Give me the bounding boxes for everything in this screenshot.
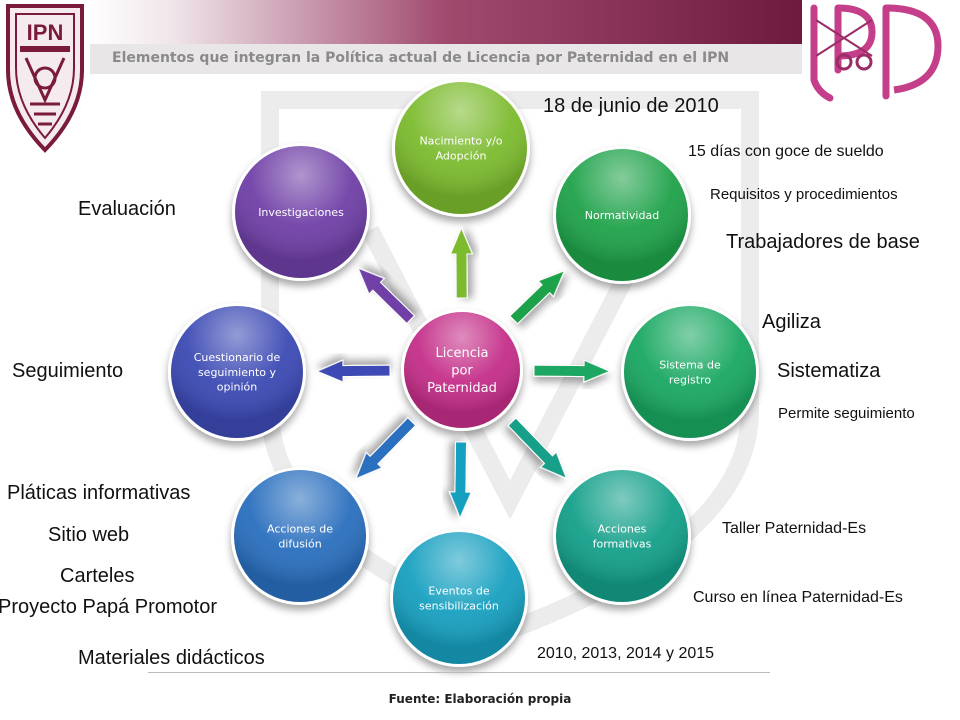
annotation-proyecto: Proyecto Papá Promotor xyxy=(0,596,217,618)
annotation-agiliza: Agiliza xyxy=(762,311,821,333)
node-eventos xyxy=(390,529,528,667)
annotation-seguimiento: Seguimiento xyxy=(12,360,124,382)
node-acciones-formativas xyxy=(553,467,691,605)
annotation-evaluacion: Evaluación xyxy=(78,198,176,220)
annotation-requirements: Requisitos y procedimientos xyxy=(710,186,898,203)
ipn-seal-text: IPN xyxy=(27,20,64,45)
node-investigaciones xyxy=(232,143,370,281)
annotation-taller: Taller Paternidad-Es xyxy=(722,520,867,537)
node-nacimiento xyxy=(392,79,530,217)
node-cuestionario xyxy=(168,303,306,441)
annotation-platicas: Pláticas informativas xyxy=(7,482,191,504)
title-banner xyxy=(90,0,802,44)
node-label-investigaciones: Investigaciones xyxy=(258,206,344,219)
arrow-to-eventos xyxy=(448,441,473,520)
source-note: Fuente: Elaboración propia xyxy=(388,692,572,706)
unit-logo xyxy=(810,4,942,102)
arrow-to-investigaciones xyxy=(357,267,416,325)
annotation-curso: Curso en línea Paternidad-Es xyxy=(693,589,903,606)
annotation-date: 18 de junio de 2010 xyxy=(543,95,719,117)
ipn-seal-logo: IPN xyxy=(6,4,84,153)
slide-title: Elementos que integran la Política actua… xyxy=(112,50,730,66)
annotation-days: 15 días con goce de sueldo xyxy=(688,143,884,160)
annotation-carteles: Carteles xyxy=(60,565,135,587)
node-normatividad xyxy=(553,146,691,284)
node-label-normatividad: Normatividad xyxy=(585,209,659,222)
arrow-to-cuestionario xyxy=(315,359,391,383)
node-acciones-difusion xyxy=(231,467,369,605)
arrow-to-acciones-difusion xyxy=(354,416,417,480)
annotation-materiales: Materiales didácticos xyxy=(78,647,265,669)
node-sistema xyxy=(621,303,759,441)
footer-divider xyxy=(148,672,770,673)
arrow-to-acciones-formativas xyxy=(507,417,568,480)
arrow-to-sistema xyxy=(533,359,612,383)
arrow-to-normatividad xyxy=(509,269,566,325)
arrow-to-nacimiento xyxy=(449,226,474,299)
center-node xyxy=(401,309,523,431)
annotation-permite: Permite seguimiento xyxy=(778,405,915,422)
annotation-sitio: Sitio web xyxy=(48,524,130,546)
subtitle-bar xyxy=(90,44,802,74)
annotation-years: 2010, 2013, 2014 y 2015 xyxy=(537,645,715,662)
annotation-workers: Trabajadores de base xyxy=(726,231,920,253)
annotation-sistematiza: Sistematiza xyxy=(777,360,881,382)
